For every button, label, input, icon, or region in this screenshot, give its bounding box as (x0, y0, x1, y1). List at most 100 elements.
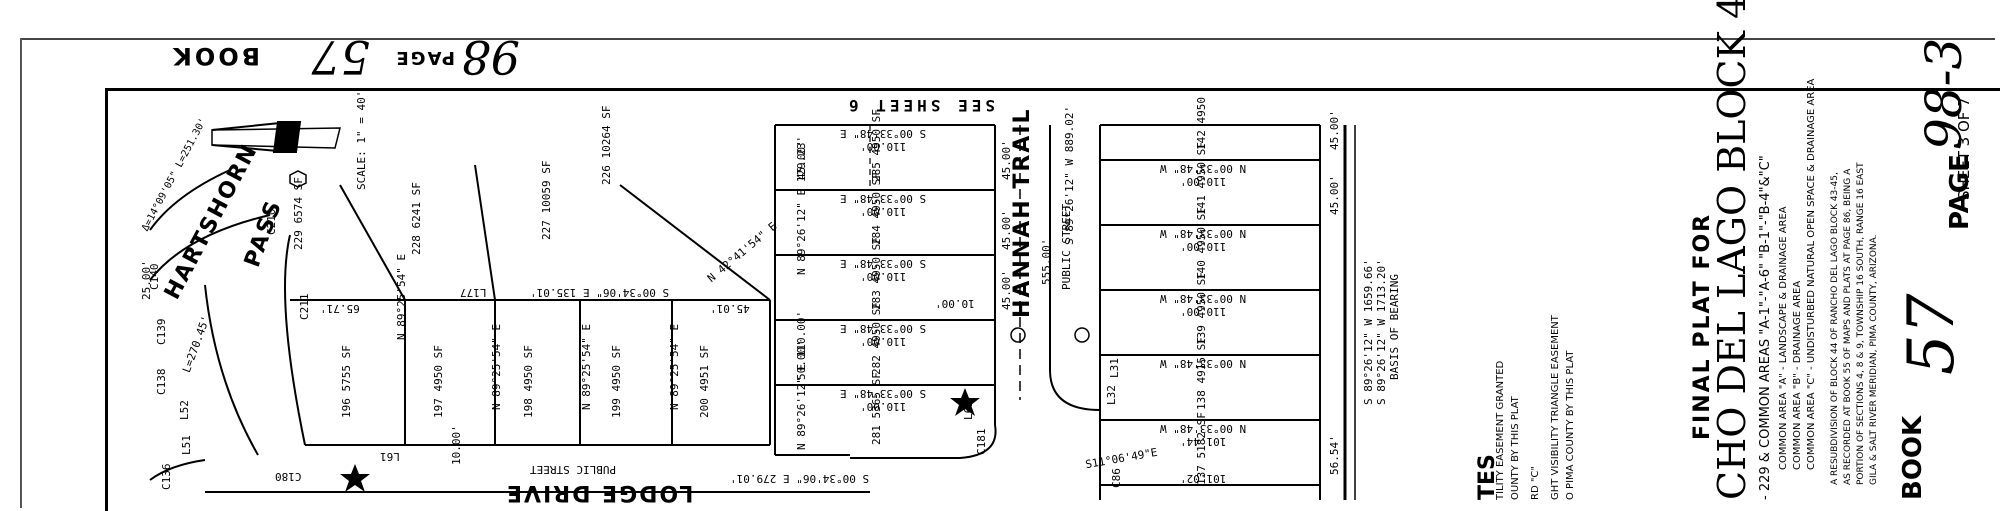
bearing-lot-line: S 00°33'48" E (840, 192, 927, 205)
title-legal: AS RECORDED AT BOOK 55 OF MAPS AND PLATS… (1843, 168, 1853, 485)
dim-45-east: 45.00' (1328, 175, 1341, 215)
street-hannah-trail: HANNAH TRAIL (1010, 107, 1035, 318)
see-sheet-note: SEE SHEET 6 (845, 96, 995, 115)
lot-228: 228 6241 SF (410, 182, 423, 255)
dim-45-01: 45.01' (710, 302, 750, 315)
lot-138: 138 4915 SF (1195, 337, 1208, 410)
sheet-border-left (20, 38, 22, 508)
sheet-border-top (20, 38, 1995, 40)
lot-199: 199 4950 SF (610, 345, 623, 418)
curve-label: C138 (155, 368, 168, 396)
callout-circle (1074, 327, 1090, 343)
street-public-street-2: PUBLIC STREET (530, 463, 617, 476)
plat-linework (149, 121, 1356, 500)
bearing-east: N 00°33'48" W (1160, 162, 1247, 175)
callout-hexagon (289, 170, 307, 188)
bearing-lot-line: S 00°33'48" E (840, 257, 927, 270)
dim-45: 45.00' (1000, 270, 1013, 310)
lot-142: 142 4950 (1195, 97, 1208, 150)
lot-200: 200 4951 SF (698, 345, 711, 418)
bearing-side: N 89°25'54" E (668, 323, 681, 410)
star-marker (950, 388, 980, 416)
curve-label: C181 (975, 428, 988, 456)
line-label: L32 (1105, 385, 1118, 405)
title-common-c: COMMON AREA "C" - UNDISTURBED NATURAL OP… (1806, 78, 1817, 470)
bearing-east: N 00°33'48" W (1160, 422, 1247, 435)
dim-45-east: 45.00' (1328, 110, 1341, 150)
bearing-east: N 00°33'48" W (1160, 292, 1247, 305)
bearing-east: N 00°33'48" W (1160, 357, 1247, 370)
bearing-basis-n: S 89°26'12" W 1659.66' (1362, 259, 1375, 405)
dim-555: 555.00' (1040, 238, 1053, 285)
dim-110-east: 110.00' (1180, 240, 1227, 253)
bearing-hannah: S 89°26'12" W 889.02' (1063, 105, 1076, 245)
dim-101-44: 101.44' (1180, 435, 1227, 448)
curve-label: C180 (275, 470, 302, 483)
dim-110-east: 110.00' (1180, 305, 1227, 318)
title-legal: GILA & SALT RIVER MERIDIAN, PIMA COUNTY,… (1869, 234, 1879, 485)
bearing-east: N 00°33'48" W (1160, 227, 1247, 240)
plat-sheet: BOOK 57 PAGE 98 (20, 0, 2000, 511)
star-marker (340, 464, 370, 492)
lodge-curve (149, 459, 206, 481)
lot-196: 196 5755 SF (340, 345, 353, 418)
curve-label: C140 (148, 263, 161, 291)
north-arrow-line (211, 144, 279, 152)
street-lodge-drive: LODGE DRIVE (505, 480, 694, 505)
title-lots-line: - 229 & COMMON AREAS "A-1"-"A-6" "B-1"-"… (1758, 155, 1773, 500)
bearing-basis: S 89°26'12" W 1713.20' (1375, 259, 1388, 405)
lot-229: 229 6574 SF (292, 177, 305, 250)
dim-45: 45.00' (1000, 140, 1013, 180)
hartshorn-curve (149, 169, 231, 231)
title-common-a: COMMON AREA "A" - LANDSCAPE & DRAINAGE A… (1778, 206, 1789, 470)
dim-10: 10.00' (450, 425, 463, 465)
title-common-b: COMMON AREA "B" - DRAINAGE AREA (1792, 280, 1803, 470)
note-line: GHT VISIBILITY TRIANGLE EASEMENT (1550, 315, 1561, 500)
note-line: TILITY EASEMENT GRANTED (1495, 360, 1506, 500)
pass-curve (149, 214, 271, 281)
title-book-number: 57 (1895, 293, 1969, 375)
curve-label: C86 (1110, 468, 1123, 488)
dim-45: 45.00' (1000, 210, 1013, 250)
curve-label: C211 (298, 293, 311, 321)
line-label: L51 (180, 435, 193, 455)
bearing-lodge: S 00°34'06" E 279.01' (730, 472, 870, 485)
line-label: L52 (178, 400, 191, 420)
west-curve-2 (204, 284, 259, 456)
dim-56-54: 56.54' (1328, 435, 1341, 475)
lot-198: 198 4950 SF (522, 345, 535, 418)
dim-110-east: 110.00' (1180, 175, 1227, 188)
dim-101-02: 101.02' (1180, 472, 1227, 485)
title-legal: PORTION OF SECTIONS 4, 8 & 9, TOWNSHIP 1… (1856, 162, 1866, 485)
lot-227: 227 10059 SF (540, 160, 553, 240)
bearing-side: N 89°25'54" E (490, 323, 503, 410)
line-label: L61 (380, 450, 400, 463)
dim-45: 45.00' (795, 140, 808, 180)
curve-label: C210 (265, 208, 278, 236)
dim-65-71: 65.71' (320, 302, 360, 315)
curve-label: C136 (160, 463, 173, 491)
bearing-lot-line: S 00°33'48" E (840, 322, 927, 335)
note-line: OUNTY BY THIS PLAT (1510, 396, 1521, 500)
bearing-side: N 89°25'54" E (580, 323, 593, 410)
dim-110: 110.00' (860, 400, 907, 413)
callout-circle (1010, 327, 1026, 343)
dim-50: 50.00' (795, 340, 808, 380)
bearing-lot-line: S 00°33'48" E (840, 127, 927, 140)
north-arrow-line (211, 122, 281, 131)
north-arrow-fill (272, 121, 302, 153)
west-curve (284, 234, 306, 446)
note-line: O PIMA COUNTY BY THIS PLAT (1565, 350, 1576, 500)
sheet-number: SHEET 3 OF 7 (1955, 97, 1973, 200)
drawing-frame (105, 88, 2000, 511)
line-label: L177 (460, 286, 487, 299)
title-book-label: BOOK (1898, 415, 1928, 500)
line-label: L62 (962, 400, 975, 420)
title-project: CHO DEL LAGO BLOCK 44 (1710, 0, 1754, 500)
bearing-lot-line: S 00°33'48" E (840, 387, 927, 400)
scale-note: SCALE: 1" = 40' (355, 90, 368, 190)
note-line: RD "C" (1530, 465, 1541, 500)
lot-226: 226 10264 SF (600, 105, 613, 185)
basis-of-bearing: BASIS OF BEARING (1388, 274, 1401, 380)
dim-10-hannah: 10.00' (935, 297, 975, 310)
